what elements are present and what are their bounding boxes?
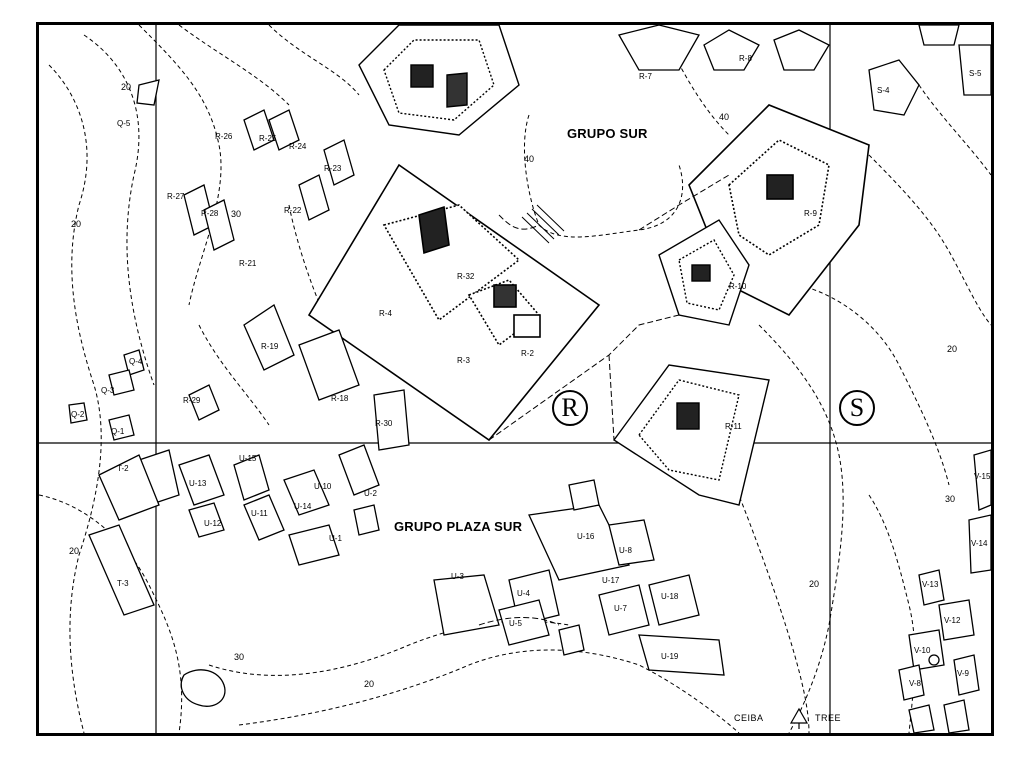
structure-r4 [358,25,520,136]
label-r21: R-21 [239,259,257,268]
structures-east [898,449,991,733]
label-r10: R-10 [729,282,747,291]
label-u16: U-16 [577,532,595,541]
label-r18: R-18 [331,394,349,403]
contour-label-20a: 20 [121,82,132,92]
label-u8: U-8 [619,546,632,555]
label-r7: R-7 [639,72,652,81]
label-q4: Q-4 [129,357,143,366]
label-r23: R-23 [324,164,342,173]
contour-label-40b: 40 [719,112,730,122]
wall-paths [478,174,730,626]
label-v9: V-9 [957,669,970,678]
stairway [521,204,565,244]
label-r22: R-22 [284,206,302,215]
label-u11: U-11 [251,509,268,518]
label-v13: V-13 [922,580,939,589]
label-grupo-plaza-sur: GRUPO PLAZA SUR [394,519,523,534]
label-s4: S-4 [877,86,890,95]
label-t3: T-3 [117,579,129,588]
contour-label-40a: 40 [524,154,535,164]
label-u18: U-18 [661,592,679,601]
grid-letter-r: R [552,390,588,426]
label-r25: R-25 [259,134,277,143]
label-r28: R-28 [201,209,219,218]
label-t2: T-2 [117,464,129,473]
structure-r11 [612,364,770,506]
label-u10: U-10 [314,482,332,491]
contour-label-20e: 20 [809,579,820,589]
site-map: GRUPO SUR GRUPO PLAZA SUR R S R-32 R-4 R… [36,22,994,736]
label-s5: S-5 [969,69,982,78]
label-v10: V-10 [914,646,931,655]
label-u19: U-19 [661,652,679,661]
label-r3: R-3 [457,356,470,365]
label-u13: U-13 [189,479,207,488]
contour-label-20f: 20 [947,344,958,354]
label-r29: R-29 [183,396,201,405]
label-r2: R-2 [521,349,534,358]
label-r19: R-19 [261,342,279,351]
label-r8: R-8 [739,54,752,63]
label-u1: U-1 [329,534,342,543]
legend-tree: TREE [815,713,842,723]
label-q1: Q-1 [111,427,125,436]
label-r11: R-11 [725,422,742,431]
structure-r9 [688,104,870,317]
label-u7: U-7 [614,604,627,613]
label-r26: R-26 [215,132,233,141]
label-r30: R-30 [375,419,393,428]
contour-label-20c: 20 [69,546,80,556]
contour-label-30a: 30 [231,209,242,219]
label-r9: R-9 [804,209,817,218]
ceiba-tree [789,707,809,729]
contour-label-20b: 20 [71,219,82,229]
contour-label-30b: 30 [234,652,245,662]
structures-west [68,79,410,616]
label-r27: R-27 [167,192,185,201]
label-u3: U-3 [451,572,464,581]
label-r4: R-4 [379,309,392,318]
contour-label-20d: 20 [364,679,375,689]
label-r24: R-24 [289,142,307,151]
label-v15: V-15 [974,472,991,481]
label-u12: U-12 [204,519,222,528]
label-v8: V-8 [909,679,922,688]
legend-ceiba: CEIBA [734,713,764,723]
label-v14: V-14 [971,539,988,548]
label-u5: U-5 [509,619,522,628]
label-u15: U-15 [239,454,257,463]
structures-top [618,25,991,116]
label-q2: Q-2 [71,410,85,419]
pond [180,669,226,707]
label-grupo-sur: GRUPO SUR [567,126,648,141]
grid-letter-s: S [839,390,875,426]
label-r32: R-32 [457,272,475,281]
label-q5: Q-5 [117,119,131,128]
label-u4: U-4 [517,589,530,598]
structure-r10 [658,219,750,326]
label-u2: U-2 [364,489,377,498]
structure-r32 [307,163,601,442]
contour-label-30c: 30 [945,494,956,504]
label-u14: U-14 [294,502,312,511]
label-u17: U-17 [602,576,620,585]
structures-plaza-sur [433,479,725,676]
map-drawing [39,25,991,733]
label-v12: V-12 [944,616,961,625]
label-q3: Q-3 [101,386,115,395]
